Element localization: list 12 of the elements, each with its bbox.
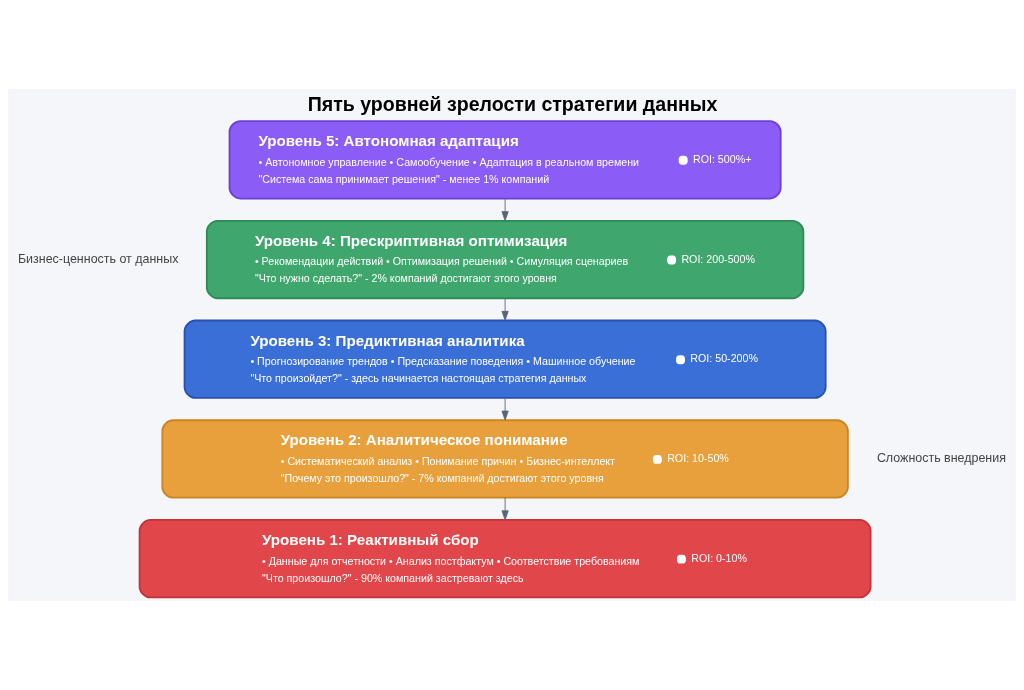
node-box: Уровень 4: Прескриптивная оптимизация • Рекомендации действий • Оптимизация решений • Симуляция сценариев "Что нужно сделать?" - 2% компаний достигают этого уровня ROI: 200-500% (205, 219, 805, 300)
node-box: Уровень 3: Предиктивная аналитика • Прогнозирование трендов • Предсказание поведения • Машинное обучение "Что произойдет?" - здесь начинается настоящая стратегия данных ROI: 50-200% (183, 319, 827, 399)
node-box: Уровень 2: Аналитическое понимание • Систематический анализ • Понимание причин • Бизнес-интеллект "Почему это произошло?" - 7% компаний достигают этого уровня ROI: 10-50% (161, 419, 849, 499)
arrow (501, 297, 509, 321)
node-box: Уровень 1: Реактивный сбор • Данные для отчетности • Анализ постфактум • Соответствие требованиям "Что произошло?" - 90% компаний застревают здесь ROI: 0-10% (138, 519, 872, 599)
arrow (501, 497, 509, 521)
arrow (501, 198, 509, 221)
diagram-title: Пять уровней зрелости стратегии данных (307, 92, 718, 115)
arrow (501, 397, 509, 421)
label: Сложность внедрения (876, 451, 1006, 466)
label: Бизнес-ценность от данных (17, 251, 179, 266)
node-box: Уровень 5: Автономная адаптация • Автономное управление • Самообучение • Адаптация в реальном времени "Система сама принимает решения" - менее 1% компаний ROI: 500%+ (228, 120, 782, 200)
